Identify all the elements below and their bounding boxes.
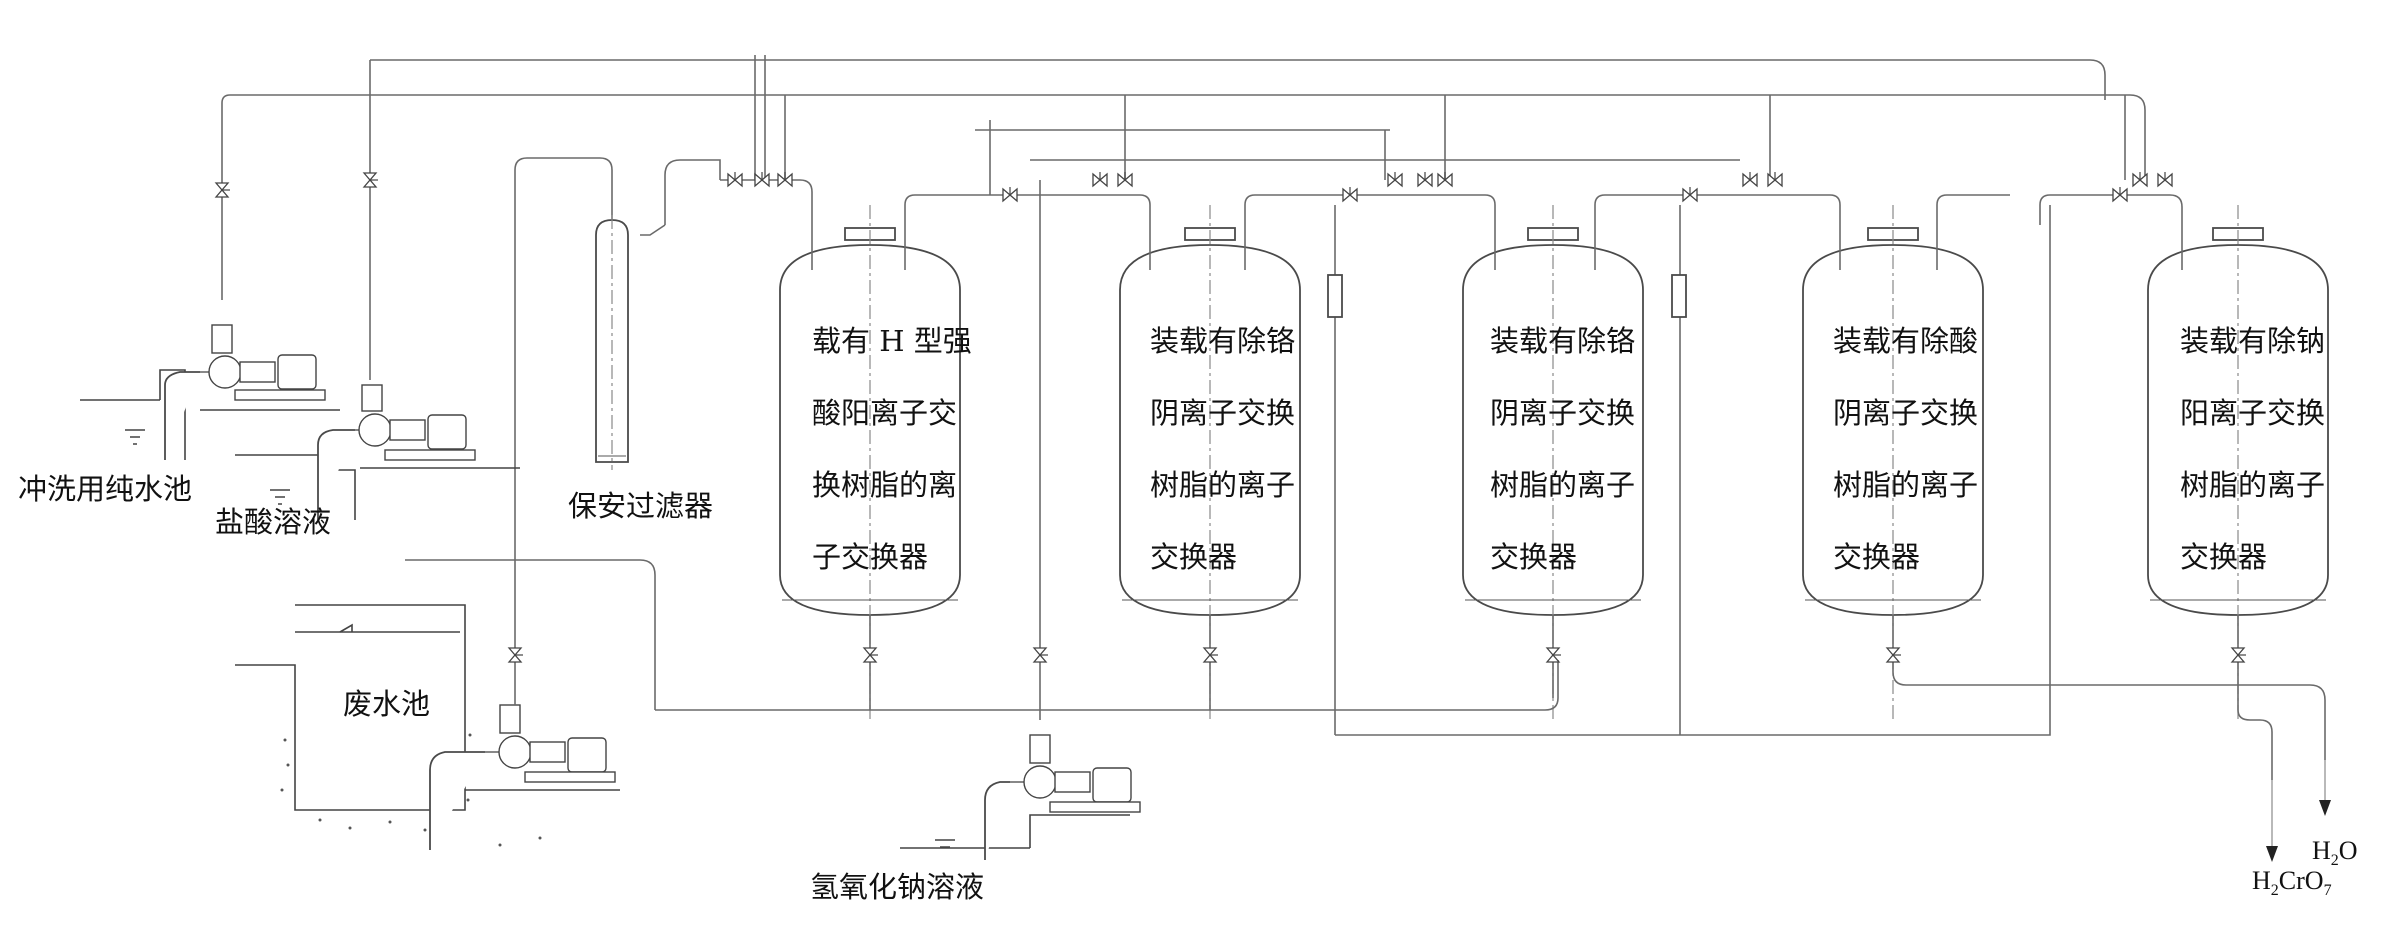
vessel-group <box>779 205 2329 720</box>
vessel-4-line-4: 交换器 <box>1833 540 1921 574</box>
h2cro7-arrow <box>2266 846 2278 862</box>
vessel-5-line-4: 交换器 <box>2180 540 2268 574</box>
hcl-pump <box>355 384 520 469</box>
flow-gauge-1 <box>1327 274 1343 318</box>
vessel-3-label: 装载有除铬 阴离子交换 树脂的离子 交换器 <box>1490 305 1660 593</box>
rinse-tank <box>80 369 200 460</box>
vessel-2-line-2: 阴离子交换 <box>1150 396 1296 430</box>
vessel-2-line-3: 树脂的离子 <box>1150 468 1296 502</box>
naoh-pump <box>1010 734 1141 813</box>
vessel-1-label: 载有 H 型强 酸阳离子交 换树脂的离 子交换器 <box>812 305 982 593</box>
water-sub: 2 <box>2330 852 2339 870</box>
bottom-pipes <box>405 559 2326 850</box>
hcl-tank-label: 盐酸溶液 <box>215 505 332 539</box>
vessel-inlet-legs <box>811 194 2183 270</box>
naoh-tank <box>900 781 1130 860</box>
vessel-5-label: 装载有除钠 阳离子交换 树脂的离子 交换器 <box>2180 305 2350 593</box>
vessel-1-line-3: 换树脂的离 <box>812 468 958 502</box>
rinse-pump <box>200 324 340 411</box>
feed-line <box>514 157 721 680</box>
water-o: O <box>2338 836 2358 865</box>
flow-gauge-2 <box>1671 274 1687 318</box>
vessel-1-line-4: 子交换器 <box>812 540 929 574</box>
h2cro7-sub-7: 7 <box>2323 882 2332 900</box>
vessel-5-line-1: 装载有除钠 <box>2180 324 2326 358</box>
vessel-3-line-3: 树脂的离子 <box>1490 468 1636 502</box>
wastewater-tank-label: 废水池 <box>343 687 431 721</box>
naoh-tank-label: 氢氧化钠溶液 <box>810 870 985 904</box>
vessel-4 <box>1802 205 1984 720</box>
vessel-5-line-3: 树脂的离子 <box>2180 468 2326 502</box>
vessel-3-line-4: 交换器 <box>1490 540 1578 574</box>
vessel-1-line-2: 酸阳离子交 <box>812 396 958 430</box>
h2cro7-output-label: H2CrO7 <box>2252 866 2332 900</box>
water-arrow <box>2319 800 2331 816</box>
vessel-3-line-1: 装载有除铬 <box>1490 324 1636 358</box>
vessel-5-line-2: 阳离子交换 <box>2180 396 2326 430</box>
water-h: H <box>2312 836 2331 865</box>
rinse-tank-label: 冲洗用纯水池 <box>18 472 193 506</box>
h2cro7-sub-2: 2 <box>2270 882 2279 900</box>
security-filter <box>595 215 629 470</box>
security-filter-label: 保安过滤器 <box>568 489 714 523</box>
vessel-2-label: 装载有除铬 阴离子交换 树脂的离子 交换器 <box>1150 305 1320 593</box>
water-output-label: H2O <box>2312 836 2358 870</box>
vessel-4-label: 装载有除酸 阴离子交换 树脂的离子 交换器 <box>1833 305 2003 593</box>
h2cro7-h: H <box>2252 866 2271 895</box>
vessel-2 <box>1119 205 1301 720</box>
hcl-tank <box>235 429 356 520</box>
h2cro7-cro: CrO <box>2278 866 2324 895</box>
vessel-4-line-2: 阴离子交换 <box>1833 396 1979 430</box>
output-arrows <box>2266 800 2331 862</box>
vessel-3-line-2: 阴离子交换 <box>1490 396 1636 430</box>
wastewater-tank <box>235 604 542 847</box>
vessel-1-line-1: 载有 H 型强 <box>812 324 972 358</box>
vessel-4-line-1: 装载有除酸 <box>1833 324 1979 358</box>
vessel-2-line-1: 装载有除铬 <box>1150 324 1296 358</box>
vessel-5 <box>2147 205 2329 720</box>
wastewater-pump <box>429 680 620 850</box>
header-pipes <box>221 55 2146 380</box>
vessel-4-line-3: 树脂的离子 <box>1833 468 1979 502</box>
vessel-2-line-4: 交换器 <box>1150 540 1238 574</box>
